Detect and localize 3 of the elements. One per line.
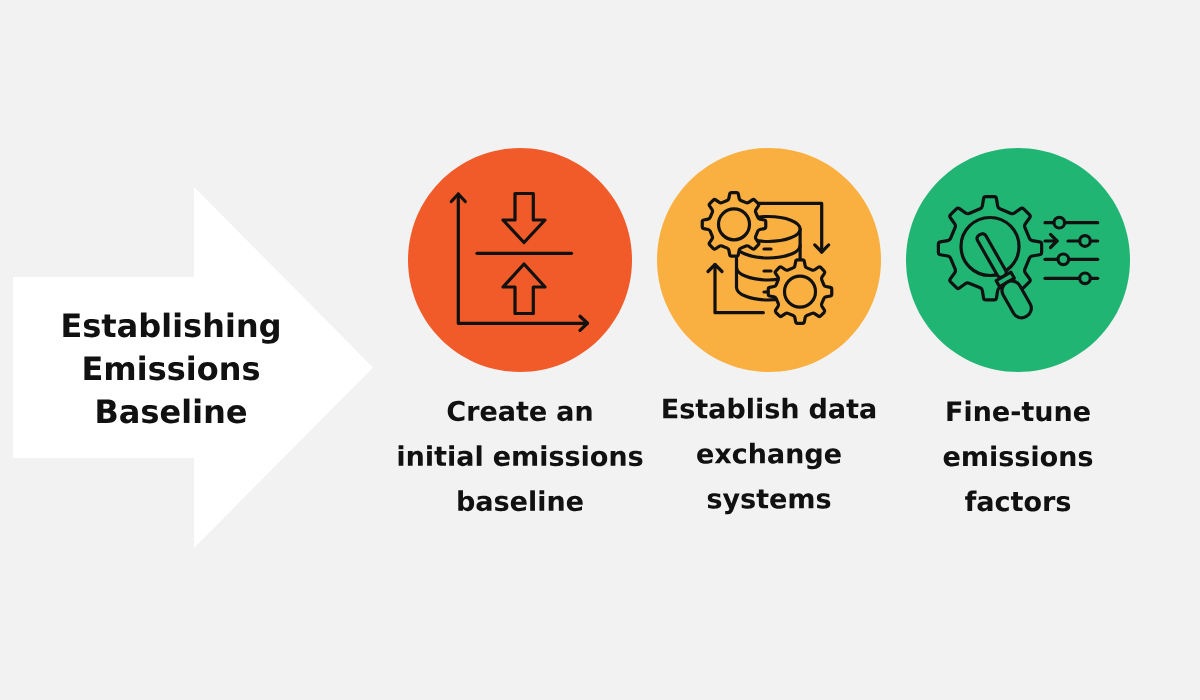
node-label: Establish data exchange systems (663, 397, 876, 515)
node-label: Create an initial emissions baseline (398, 400, 643, 512)
node-label: Fine-tune emissions factors (943, 400, 1093, 512)
